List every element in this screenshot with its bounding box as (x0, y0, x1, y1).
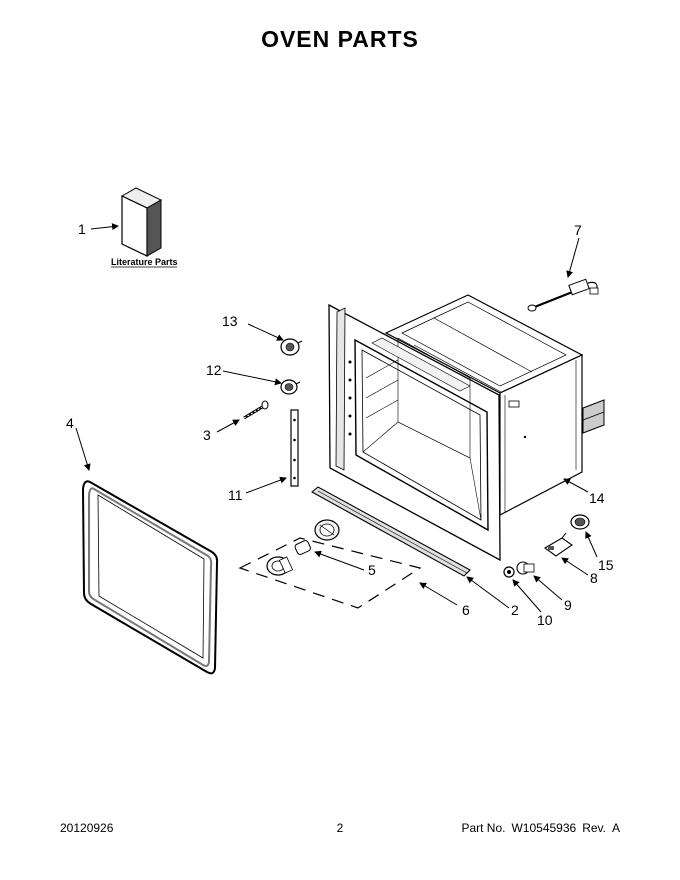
leader-lines (75, 223, 598, 613)
literature-parts-label: Literature Parts (111, 257, 178, 267)
part-screw[interactable] (243, 400, 269, 420)
part-oven-cavity[interactable] (328, 294, 605, 562)
callout-10: 10 (537, 612, 553, 628)
callout-6: 6 (462, 602, 470, 618)
part-door-switch[interactable] (543, 532, 573, 557)
callout-9: 9 (564, 597, 572, 613)
part-grommet[interactable] (570, 514, 590, 530)
part-number-value: W10545936 (511, 821, 577, 835)
callout-11: 11 (228, 487, 243, 503)
part-control-knob[interactable] (266, 556, 294, 576)
part-control-panel-outline (238, 537, 422, 609)
callout-1: 1 (78, 221, 86, 237)
part-switch-housing[interactable] (314, 519, 340, 541)
part-door-gasket[interactable] (81, 480, 219, 675)
part-front-trim-strip[interactable] (311, 486, 471, 577)
part-bumper-12[interactable] (280, 379, 301, 395)
footer-part-info: Part No. W10545936 Rev. A (455, 821, 620, 835)
page-title: OVEN PARTS (261, 26, 419, 52)
part-knob-shaft[interactable] (294, 540, 311, 556)
callout-13: 13 (222, 313, 238, 329)
callout-12: 12 (206, 362, 222, 378)
part-knob-small[interactable] (503, 566, 515, 578)
callout-7: 7 (574, 222, 582, 238)
part-hinge-strip[interactable] (290, 409, 299, 487)
rev-value: A (611, 821, 620, 835)
rev-label: Rev. (582, 821, 606, 835)
callout-5: 5 (368, 562, 376, 578)
callout-14: 14 (589, 490, 605, 506)
callout-2: 2 (511, 602, 519, 618)
footer-date: 20120926 (60, 821, 114, 835)
callout-3: 3 (203, 427, 211, 443)
callout-4: 4 (66, 415, 74, 431)
callout-15: 15 (598, 557, 614, 573)
part-literature-booklet[interactable] (120, 187, 163, 257)
footer-page-number: 2 (336, 821, 344, 835)
part-oven-sensor[interactable] (527, 278, 599, 312)
part-number-label: Part No. (461, 821, 506, 835)
part-bumper-13[interactable] (280, 338, 303, 356)
callout-8: 8 (590, 570, 598, 586)
part-selector-switch[interactable] (516, 561, 535, 575)
